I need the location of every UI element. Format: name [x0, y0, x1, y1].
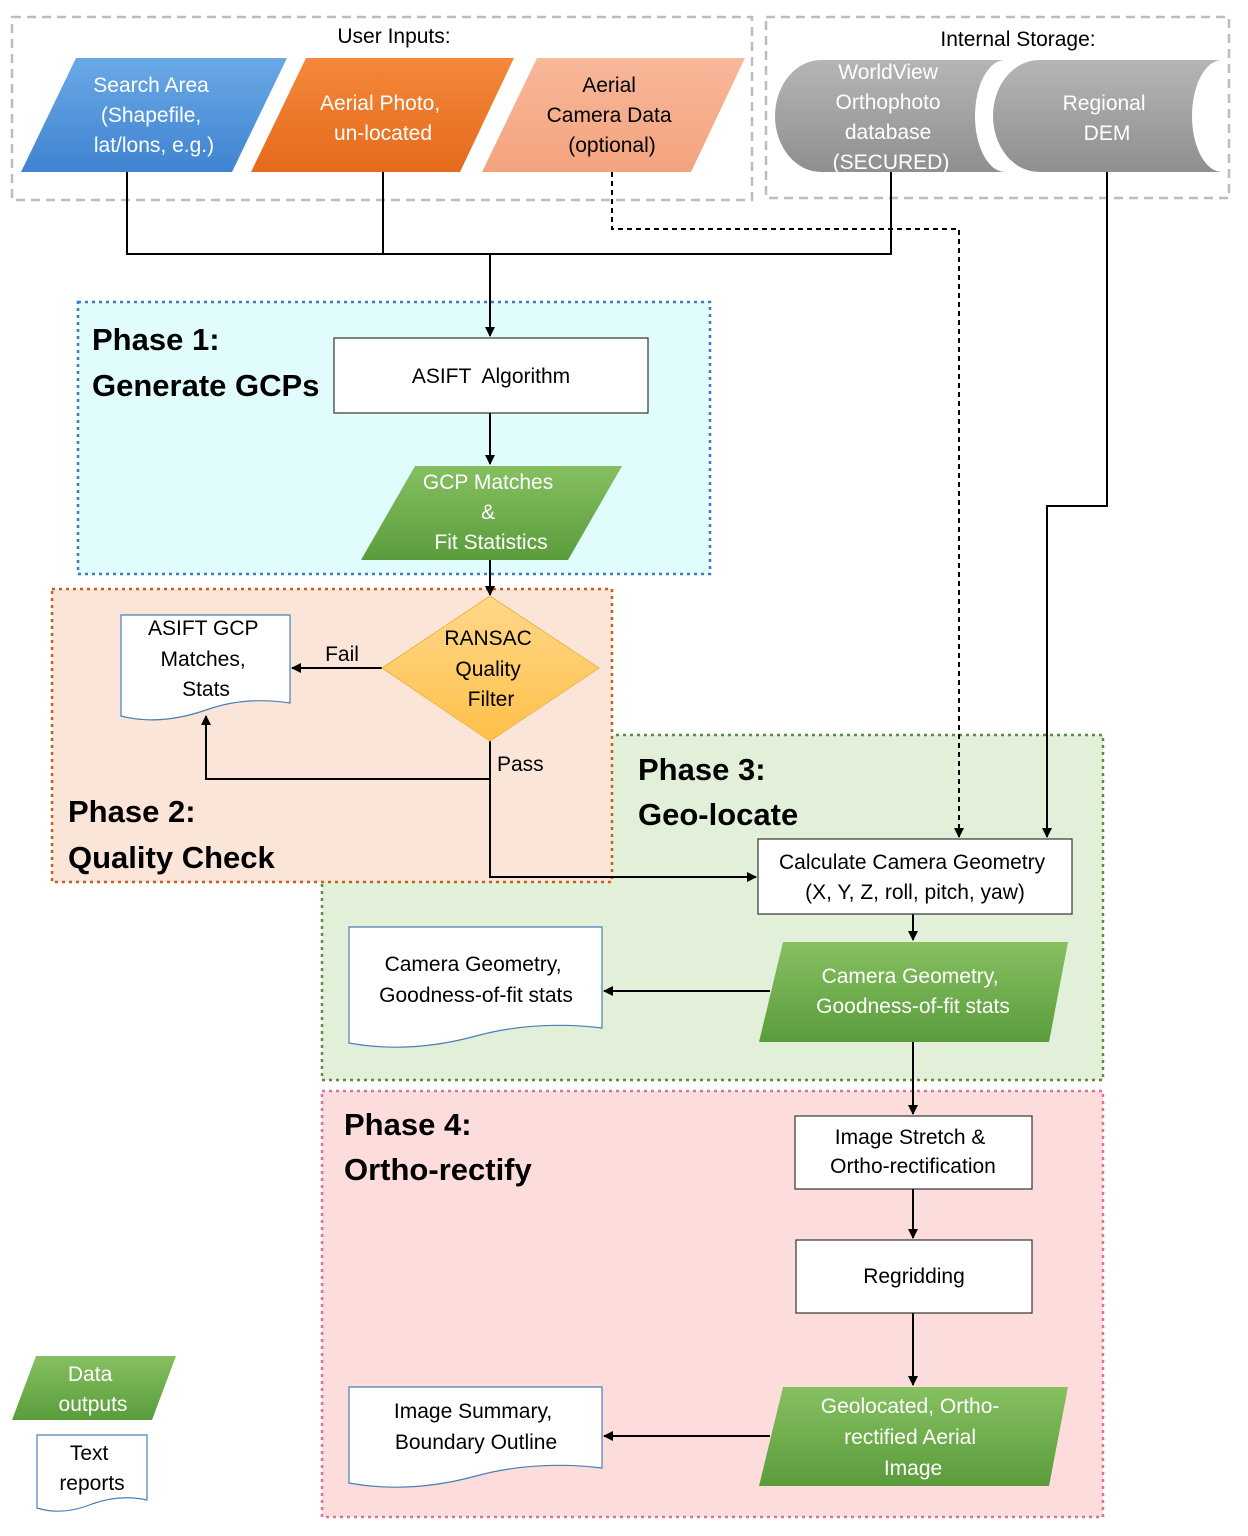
geolocated-image-label: Geolocated, Ortho- rectified Aerial Imag… — [821, 1395, 1005, 1480]
worldview-database — [775, 60, 1005, 172]
edge-camera-data-to-calc — [611, 172, 964, 838]
legend-text-reports-label: Text reports — [59, 1442, 124, 1495]
aerial-photo-label: Aerial Photo, un-located — [320, 92, 446, 145]
camera-data-input — [482, 58, 745, 172]
ransac-decision — [381, 595, 600, 742]
camera-geometry-output — [759, 942, 1068, 1042]
regridding-label: Regridding — [863, 1265, 965, 1288]
image-summary-report-label: Image Summary, Boundary Outline — [394, 1400, 558, 1454]
edge-dem-to-calc — [1042, 172, 1108, 838]
regional-dem-storage — [993, 60, 1222, 172]
asift-gcp-report — [120, 614, 291, 721]
legend-data-outputs-label: Data outputs — [59, 1363, 128, 1416]
image-stretch-box — [794, 1115, 1033, 1190]
edge-inputs-merge — [126, 172, 892, 255]
calculate-camera-geometry-label: Calculate Camera Geometry (X, Y, Z, roll… — [779, 851, 1051, 904]
image-summary-report — [348, 1386, 603, 1488]
fail-label: Fail — [325, 643, 359, 666]
edge-pass-to-calc — [489, 779, 757, 882]
asift-algorithm-box — [333, 337, 649, 414]
asift-algorithm-label: ASIFT Algorithm — [412, 365, 570, 388]
connector-lines — [126, 172, 1108, 1441]
regridding-box — [795, 1239, 1033, 1314]
camera-geometry-report — [348, 926, 603, 1048]
phase3-title: Phase 3: Geo-locate — [638, 752, 798, 832]
image-stretch-label: Image Stretch & Ortho-rectification — [830, 1126, 996, 1178]
search-area-label: Search Area (Shapefile, lat/lons, e.g.) — [93, 74, 214, 157]
camera-geometry-report-label: Camera Geometry, Goodness-of-fit stats — [379, 953, 573, 1007]
calculate-camera-geometry-box — [757, 838, 1073, 915]
ransac-label: RANSAC Quality Filter — [444, 627, 537, 711]
search-area-input — [21, 58, 287, 172]
legend-data-outputs-swatch — [12, 1356, 176, 1420]
internal-storage-group — [764, 15, 1231, 200]
geolocated-image-output — [759, 1387, 1068, 1486]
worldview-label: WorldView Orthophoto database (SECURED) — [833, 61, 950, 174]
internal-storage-label: Internal Storage: — [940, 28, 1095, 51]
gcp-matches-output — [361, 466, 622, 560]
phase2-title: Phase 2: Quality Check — [68, 794, 275, 875]
edge-pass-to-report — [201, 715, 491, 780]
camera-geometry-output-label: Camera Geometry, Goodness-of-fit stats — [816, 965, 1010, 1018]
user-inputs-label: User Inputs: — [337, 25, 450, 48]
camera-data-label: Aerial Camera Data (optional) — [547, 74, 678, 157]
asift-gcp-report-label: ASIFT GCP Matches, Stats — [148, 617, 264, 701]
gcp-matches-label: GCP Matches & Fit Statistics — [423, 471, 559, 554]
regional-dem-label: Regional DEM — [1063, 92, 1152, 145]
legend-text-reports-swatch — [36, 1434, 148, 1512]
phase4-title: Phase 4: Ortho-rectify — [344, 1107, 533, 1187]
pass-label: Pass — [497, 753, 544, 776]
phase1-title: Phase 1: Generate GCPs — [92, 322, 319, 403]
aerial-photo-input — [251, 58, 514, 172]
